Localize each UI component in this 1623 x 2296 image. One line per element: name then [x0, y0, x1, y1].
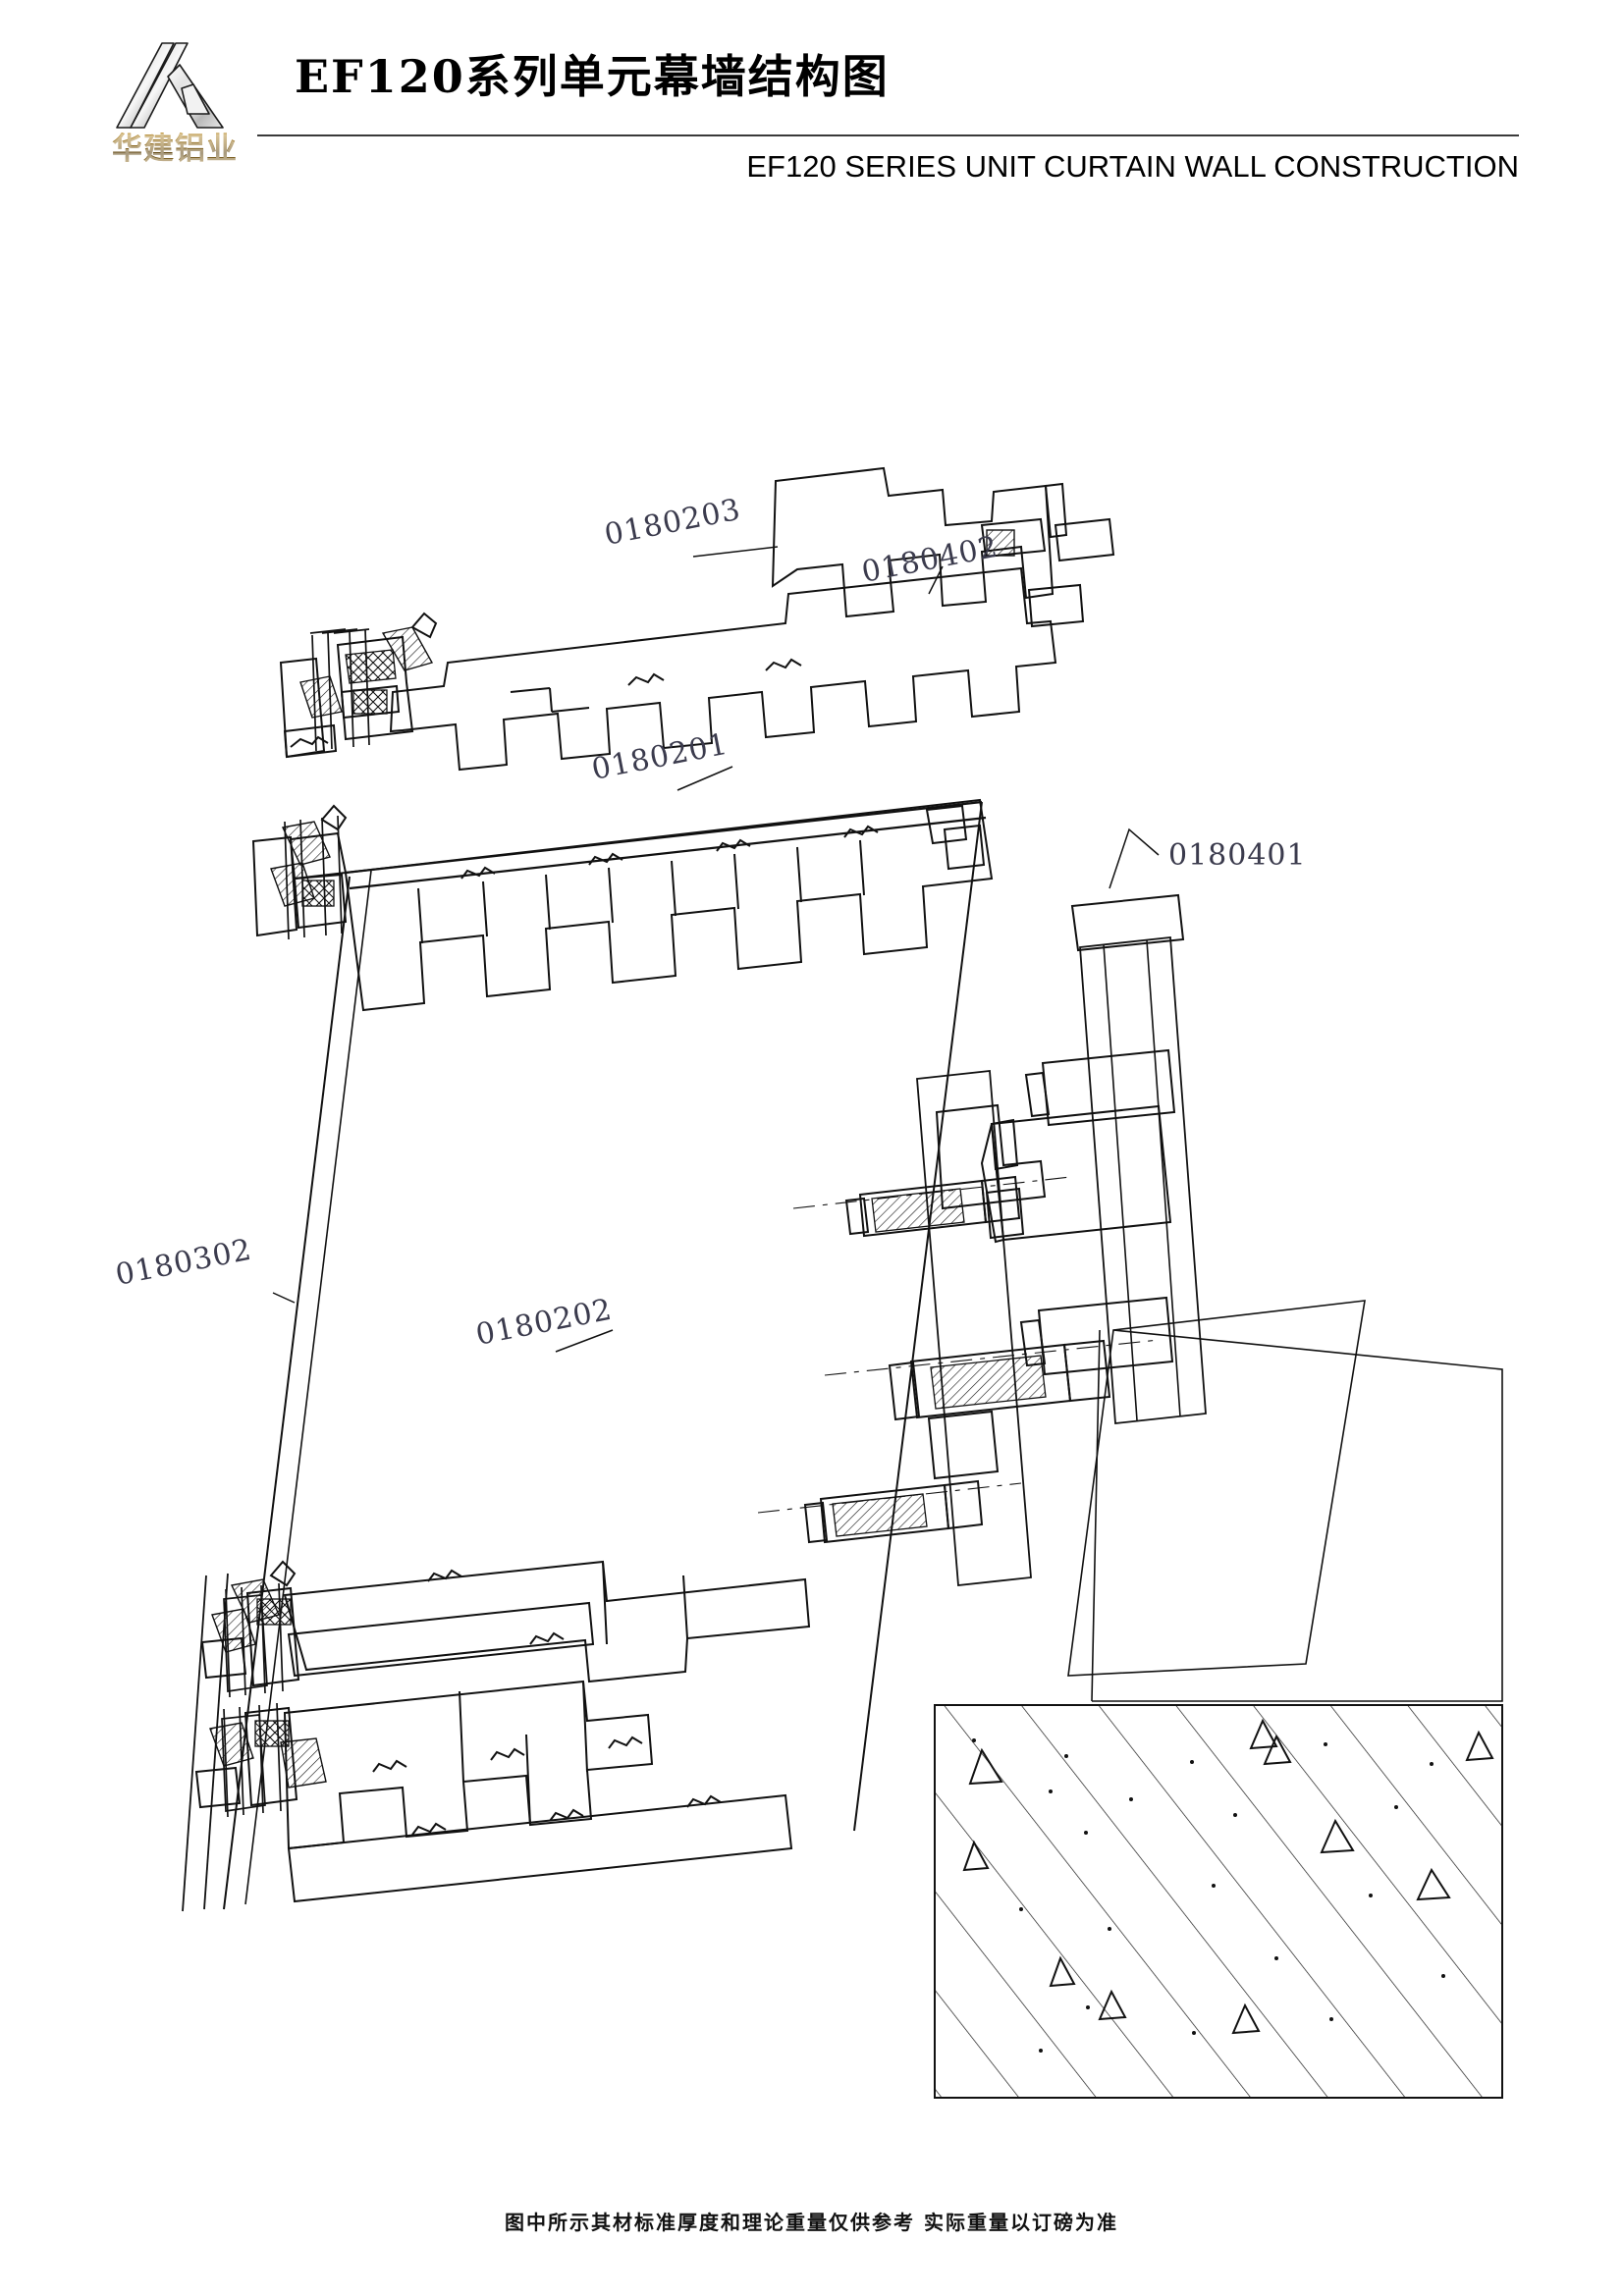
company-name: 华建铝业 [101, 132, 248, 167]
part-label-0180402: 0180402 [859, 530, 1001, 590]
part-label-0180202: 0180202 [473, 1293, 616, 1353]
footer-note: 图中所示其材标准厚度和理论重量仅供参考 实际重量以订磅为准 [505, 2211, 1118, 2234]
curtain-wall-section-drawing: 0180203 0180402 0180201 0180401 0180302 … [113, 466, 1503, 2099]
leader-lines [272, 546, 1160, 1353]
part-label-0180401: 0180401 [1168, 838, 1307, 873]
company-logo: 华建铝业 [101, 37, 248, 180]
huajian-triangle-logo-icon [116, 42, 224, 129]
part-label-0180203: 0180203 [602, 493, 744, 553]
part-labels: 0180203 0180402 0180201 0180401 0180302 … [113, 493, 1307, 1353]
page-header: 华建铝业 EF120系列单元幕墙结构图 EF120 SERIES UNIT CU… [0, 0, 1623, 206]
page-title-english: EF120 SERIES UNIT CURTAIN WALL CONSTRUCT… [746, 149, 1519, 184]
cad-drawing-area: 0180203 0180402 0180201 0180401 0180302 … [0, 201, 1623, 2135]
part-label-0180302: 0180302 [113, 1233, 255, 1293]
page-title-chinese: EF120系列单元幕墙结构图 [295, 50, 890, 103]
concrete-slab-hatch [934, 1704, 1503, 2099]
title-divider [257, 134, 1519, 136]
drawing-geometry [182, 466, 1503, 2099]
part-label-0180201: 0180201 [589, 727, 731, 787]
